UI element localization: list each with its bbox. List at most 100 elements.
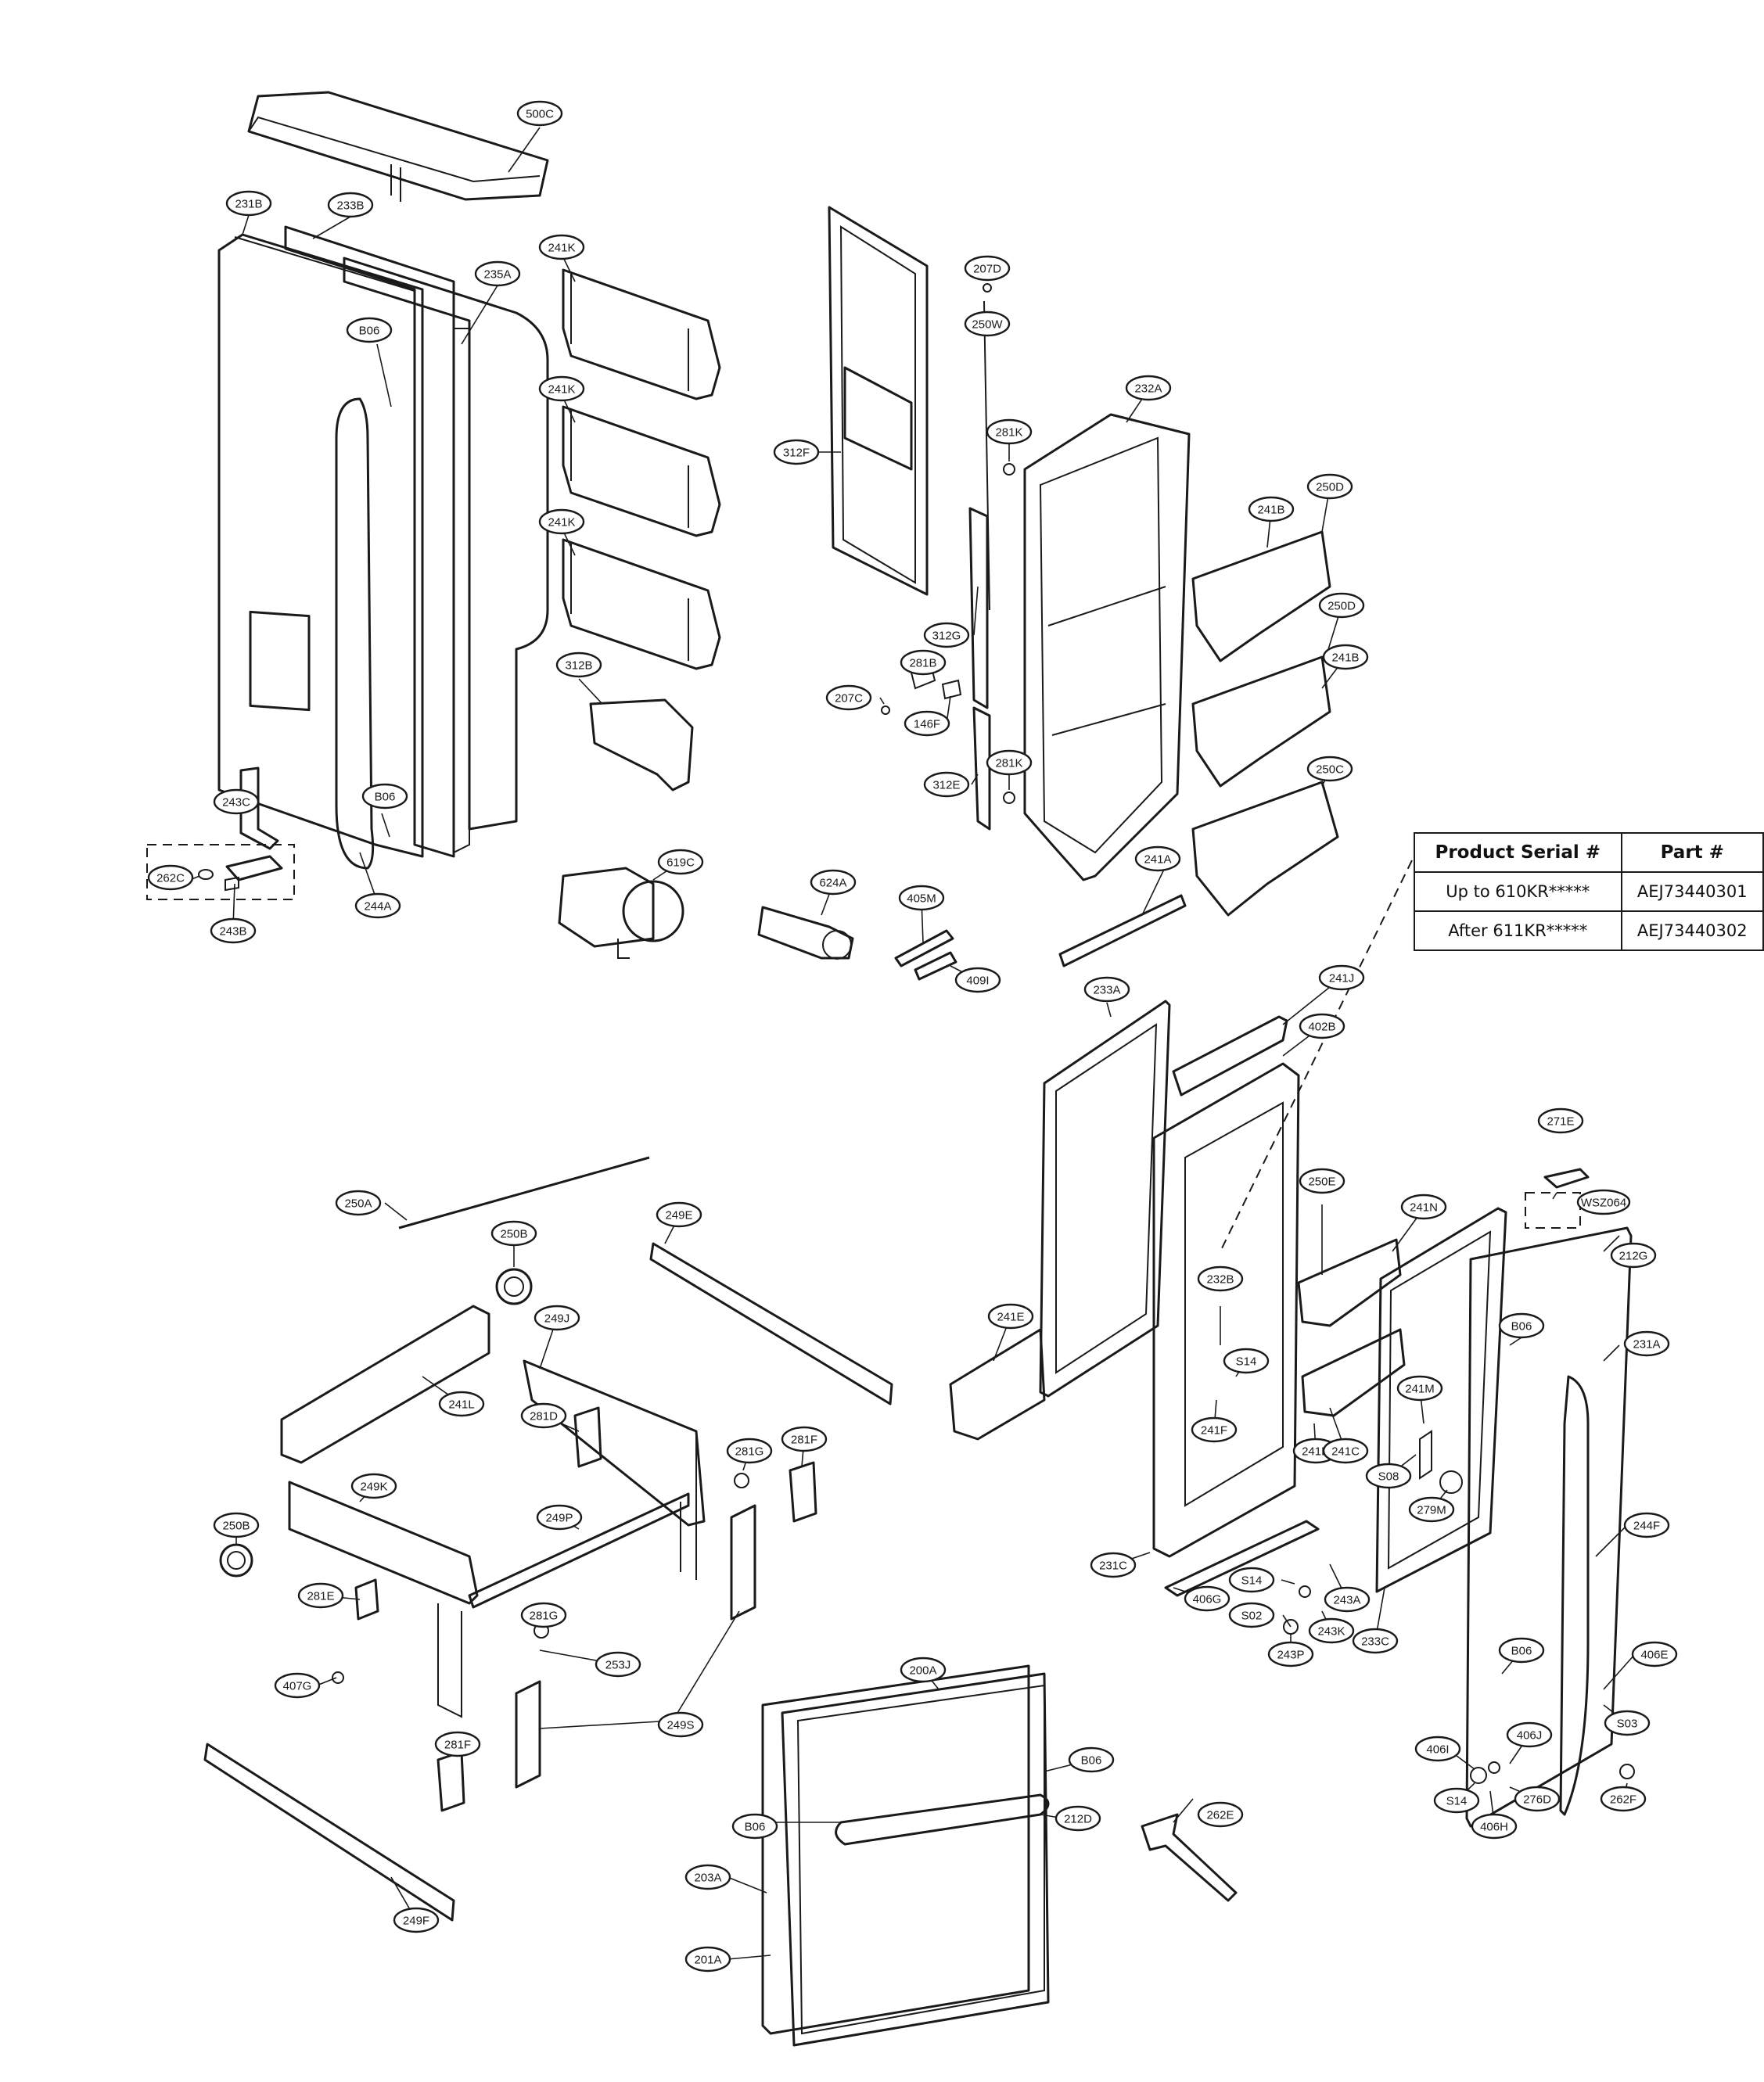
callout-text: 402B — [1308, 1021, 1335, 1034]
bin-241L — [280, 1305, 490, 1464]
callout-text: 250E — [1308, 1176, 1335, 1189]
callout-text: S02 — [1241, 1610, 1263, 1623]
callout-241a: 241A — [1134, 845, 1181, 872]
callout-text: 200A — [909, 1664, 936, 1678]
callout-244a: 244A — [354, 892, 401, 919]
dashed-link — [1220, 860, 1413, 1252]
callout-text: 281G — [530, 1610, 559, 1623]
callout-250a: 250A — [335, 1190, 382, 1216]
callout-b06: B06 — [1068, 1746, 1115, 1773]
callout-text: 233B — [336, 199, 364, 213]
callout-text: 624A — [819, 877, 846, 890]
callout-243k: 243K — [1308, 1617, 1355, 1644]
callout-406e: 406E — [1631, 1641, 1678, 1667]
callout-text: 249J — [544, 1312, 570, 1326]
callout-text: 146F — [914, 718, 940, 731]
door-bins-241N-241C — [1297, 1238, 1406, 1417]
callout-241c: 241C — [1322, 1438, 1369, 1464]
callout-text: 281E — [307, 1590, 334, 1603]
callout-text: 312F — [783, 447, 810, 460]
callout-text: 232A — [1134, 382, 1162, 396]
bracket-281F — [354, 1461, 817, 1812]
slides-249S — [515, 1504, 756, 1789]
callout-text: 250W — [972, 318, 1003, 332]
table-header-row: Product Serial # Part # — [1414, 832, 1764, 873]
handle-244F — [1559, 1375, 1590, 1816]
callout-405m: 405M — [898, 885, 945, 911]
callout-312b: 312B — [555, 652, 602, 678]
callout-text: 276D — [1523, 1793, 1551, 1807]
callout-text: 406I — [1426, 1743, 1449, 1757]
water-filter-624A — [757, 906, 854, 960]
callout-231b: 231B — [225, 190, 272, 217]
callout-250c: 250C — [1306, 756, 1353, 782]
callout-text: 406J — [1517, 1729, 1543, 1743]
callout-281f: 281F — [781, 1426, 828, 1452]
callout-207d: 207D — [964, 255, 1011, 282]
frame-249K-249P — [288, 1481, 690, 1718]
water-valve-619C — [558, 867, 684, 959]
callout-312e: 312E — [923, 771, 970, 798]
callout-232a: 232A — [1125, 375, 1172, 401]
bin-241E — [949, 1328, 1046, 1441]
callout-text: 312E — [932, 779, 960, 792]
callout-146f: 146F — [904, 710, 950, 737]
hinge-kit-box — [146, 844, 295, 900]
hinge-241J — [1172, 1015, 1288, 1097]
callout-text: 281F — [791, 1434, 817, 1447]
callout-text: 241B — [1257, 504, 1284, 517]
callout-241e: 241E — [987, 1303, 1034, 1330]
rail-249E — [649, 1242, 893, 1405]
callout-text: 241F — [1201, 1424, 1227, 1438]
callout-281f: 281F — [434, 1731, 481, 1757]
callout-241m: 241M — [1396, 1375, 1443, 1402]
callout-s14: S14 — [1433, 1787, 1480, 1814]
callout-281d: 281D — [520, 1402, 567, 1429]
callout-text: 231C — [1099, 1560, 1127, 1573]
callout-text: 409I — [966, 975, 989, 988]
callout-250b: 250B — [213, 1512, 260, 1538]
callout-231a: 231A — [1623, 1330, 1670, 1357]
callout-407g: 407G — [274, 1672, 321, 1699]
callout-241j: 241J — [1318, 964, 1365, 991]
rail-249F — [203, 1743, 455, 1922]
callout-text: B06 — [1081, 1754, 1102, 1768]
callout-241n: 241N — [1400, 1194, 1447, 1220]
callout-s14: S14 — [1228, 1567, 1275, 1593]
callout-text: 250C — [1316, 763, 1344, 777]
callout-text: 281F — [444, 1739, 471, 1752]
callout-text: 281G — [735, 1445, 764, 1459]
callout-text: 212D — [1064, 1813, 1092, 1826]
handle-244A — [335, 397, 375, 870]
hinge-parts-lower-right — [1283, 1430, 1635, 1784]
rod-250A — [398, 1156, 650, 1229]
column-header-serial: Product Serial # — [1414, 832, 1622, 873]
callout-241k: 241K — [538, 508, 585, 535]
callout-312f: 312F — [773, 439, 820, 465]
gasket-233A — [1039, 1000, 1171, 1398]
callout-text: S08 — [1378, 1470, 1399, 1484]
callout-text: 241K — [548, 516, 575, 529]
callout-text: 241L — [448, 1398, 474, 1412]
callout-text: 250D — [1327, 600, 1356, 613]
callout-s03: S03 — [1604, 1710, 1651, 1736]
strip-312G — [968, 507, 989, 709]
callout-250d: 250D — [1318, 592, 1365, 619]
callout-text: 250B — [500, 1228, 527, 1241]
left-door-231B — [217, 233, 424, 858]
hinge-406G — [1164, 1520, 1320, 1597]
callout-233b: 233B — [327, 192, 374, 218]
handle-212D — [835, 1793, 1050, 1846]
callout-text: B06 — [745, 1821, 766, 1834]
callout-text: 281D — [530, 1410, 558, 1423]
callout-text: 250D — [1316, 481, 1344, 494]
callout-241b: 241B — [1322, 644, 1369, 670]
callout-text: 312B — [565, 659, 592, 673]
dispenser-part-312B — [589, 698, 694, 792]
callout-262f: 262F — [1600, 1786, 1647, 1812]
callout-text: 281K — [995, 426, 1022, 440]
callout-text: 241B — [1331, 652, 1359, 665]
callout-text: 231B — [235, 198, 262, 211]
callout-text: 241E — [997, 1311, 1024, 1324]
hinge-271E — [1525, 1168, 1590, 1229]
